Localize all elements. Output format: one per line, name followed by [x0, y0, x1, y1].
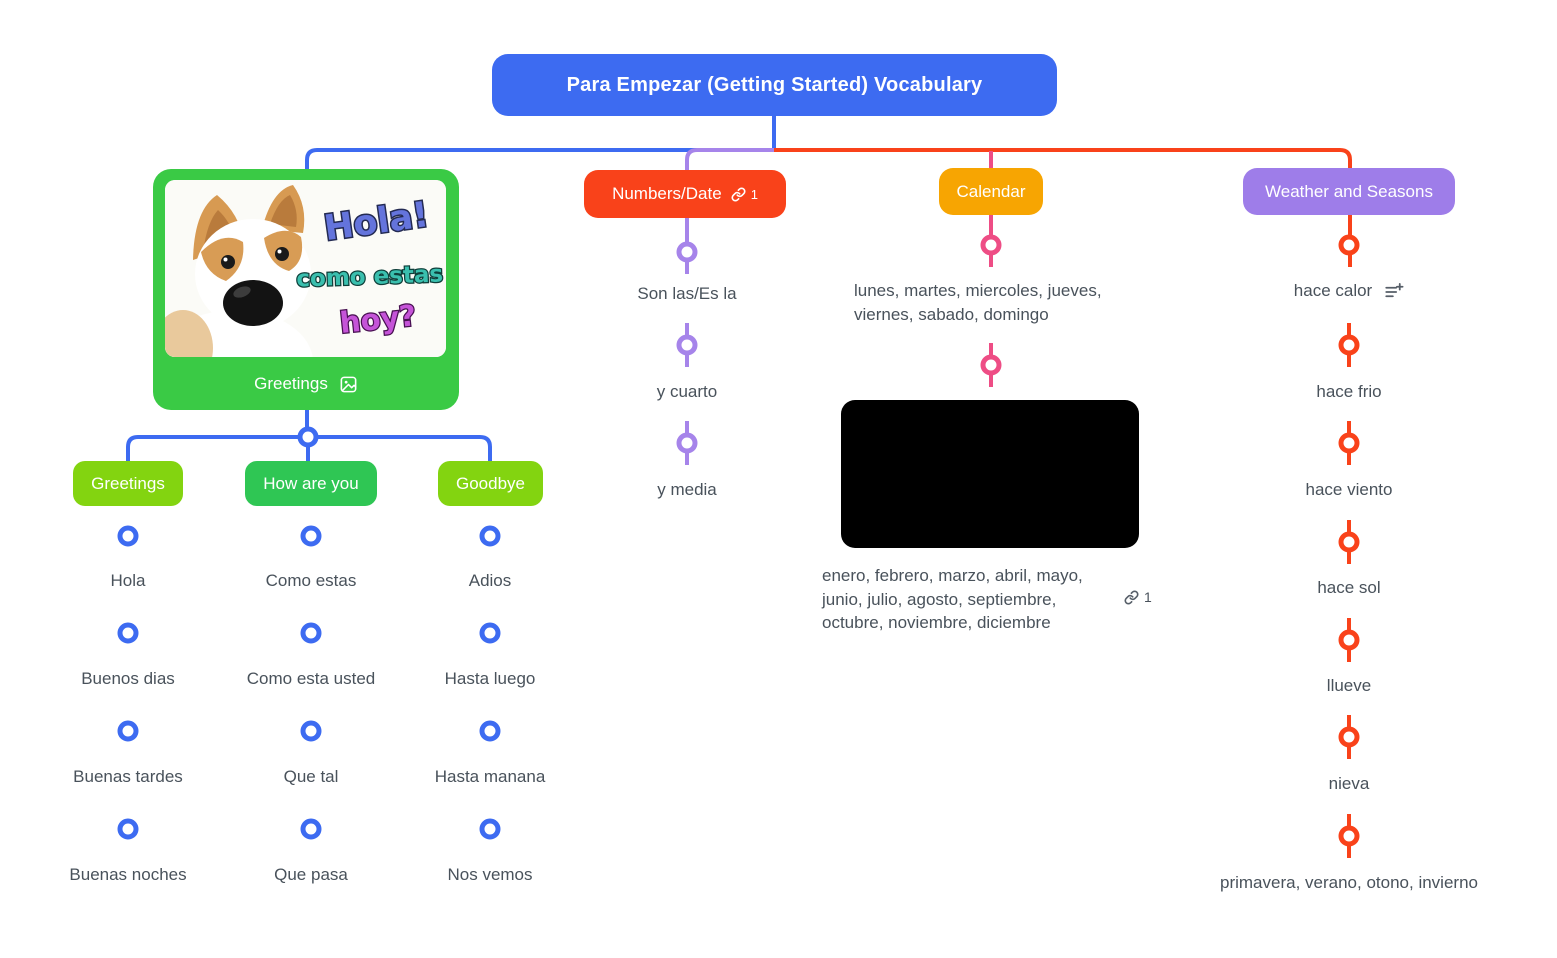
leaf-topic[interactable]: Que tal [283, 767, 339, 786]
leaf-topic[interactable]: Nos vemos [447, 865, 533, 884]
branch-weather[interactable]: Weather and Seasons [1243, 168, 1455, 215]
leaf-topic[interactable]: Buenas tardes [73, 767, 183, 786]
connector-dot[interactable] [1338, 531, 1360, 553]
greetings-branch-line [305, 148, 774, 437]
subtopic-how-are-you[interactable]: How are you [245, 461, 377, 506]
leaf-topic[interactable]: Hola [110, 571, 146, 590]
leaf-topic[interactable]: Como esta usted [246, 669, 376, 688]
subtopic-goodbye[interactable]: Goodbye [438, 461, 543, 506]
leaf-topic[interactable]: Hasta manana [434, 767, 546, 786]
subtopic-greetings[interactable]: Greetings [73, 461, 183, 506]
children-junction-dot[interactable] [297, 426, 319, 448]
leaf-topic[interactable]: Buenas noches [69, 865, 187, 884]
note-icon[interactable] [1385, 282, 1404, 300]
connector-dot[interactable] [1338, 234, 1360, 256]
connector-dot[interactable] [1338, 334, 1360, 356]
greetings-image[interactable]: Hola! como estas hoy? [165, 180, 446, 357]
numbers-branch-line [685, 148, 778, 274]
connector-dot[interactable] [117, 818, 139, 840]
embedded-video[interactable] [841, 400, 1139, 548]
months-link-badge[interactable]: 1 [1124, 589, 1152, 605]
leaf-topic[interactable]: hace viento [1305, 480, 1393, 499]
leaf-topic-label: hace calor [1293, 281, 1373, 300]
connector-dot[interactable] [479, 622, 501, 644]
leaf-topic[interactable]: Son las/Es la [637, 284, 737, 303]
branch-greetings-label: Greetings [254, 374, 328, 393]
branch-calendar[interactable]: Calendar [939, 168, 1043, 215]
corgi-dog-illustration: Hola! como estas hoy? [165, 180, 446, 357]
leaf-topic[interactable]: nieva [1328, 774, 1370, 793]
subtopic-how-are-you-label: How are you [263, 473, 359, 493]
leaf-topic[interactable]: y cuarto [656, 382, 718, 401]
root-topic-label: Para Empezar (Getting Started) Vocabular… [566, 73, 983, 96]
connector-dot[interactable] [479, 720, 501, 742]
leaf-topic[interactable]: hace sol [1317, 578, 1381, 597]
weather-branch-line [774, 148, 1352, 267]
leaf-topic[interactable]: llueve [1326, 676, 1372, 695]
connector-dot[interactable] [117, 720, 139, 742]
numbers-link-badge[interactable]: 1 [731, 187, 758, 202]
image-caption-line3: hoy? [338, 298, 417, 340]
connector-dot[interactable] [479, 525, 501, 547]
numbers-link-count: 1 [750, 186, 758, 202]
leaf-topic[interactable]: primavera, verano, otono, invierno [1220, 873, 1478, 892]
connector-dot[interactable] [1338, 432, 1360, 454]
leaf-topic[interactable]: Adios [468, 571, 512, 590]
connector-dot[interactable] [300, 622, 322, 644]
months-link-count: 1 [1144, 589, 1152, 605]
connector-dot[interactable] [980, 354, 1002, 376]
leaf-topic[interactable]: Hasta luego [444, 669, 536, 688]
branch-numbers-date-label: Numbers/Date [612, 184, 722, 203]
leaf-topic[interactable]: Buenos dias [81, 669, 175, 688]
connector-dot[interactable] [117, 525, 139, 547]
branch-numbers-date[interactable]: Numbers/Date 1 [584, 170, 786, 218]
image-attachment-icon[interactable] [339, 375, 358, 394]
leaf-topic-months[interactable]: enero, febrero, marzo, abril, mayo, juni… [822, 566, 1083, 632]
connector-dot[interactable] [479, 818, 501, 840]
connector-dot[interactable] [676, 334, 698, 356]
connector-dot[interactable] [1338, 629, 1360, 651]
leaf-topic-hace-calor[interactable]: hace calor [1294, 281, 1404, 301]
subtopic-greetings-label: Greetings [91, 473, 165, 493]
leaf-topic[interactable]: y media [657, 480, 717, 499]
branch-calendar-label: Calendar [956, 181, 1026, 201]
connector-dot[interactable] [676, 432, 698, 454]
connector-dot[interactable] [117, 622, 139, 644]
connector-dot[interactable] [980, 234, 1002, 256]
connector-dot[interactable] [300, 720, 322, 742]
leaf-topic[interactable]: Como estas [265, 571, 357, 590]
connector-dot[interactable] [300, 525, 322, 547]
connector-dot[interactable] [676, 241, 698, 263]
leaf-topic[interactable]: hace frio [1316, 382, 1382, 401]
branch-weather-label: Weather and Seasons [1265, 181, 1433, 201]
link-icon [731, 187, 746, 202]
connector-dot[interactable] [300, 818, 322, 840]
leaf-topic-days[interactable]: lunes, martes, miercoles, jueves, vierne… [854, 281, 1102, 324]
link-icon [1124, 590, 1139, 605]
branch-greetings[interactable]: Hola! como estas hoy? Greetings [153, 169, 459, 410]
connector-dot[interactable] [1338, 825, 1360, 847]
image-caption-line2: como estas [296, 261, 444, 292]
root-topic[interactable]: Para Empezar (Getting Started) Vocabular… [492, 54, 1057, 116]
subtopic-goodbye-label: Goodbye [456, 473, 525, 493]
leaf-topic[interactable]: Que pasa [274, 865, 348, 884]
connector-dot[interactable] [1338, 726, 1360, 748]
